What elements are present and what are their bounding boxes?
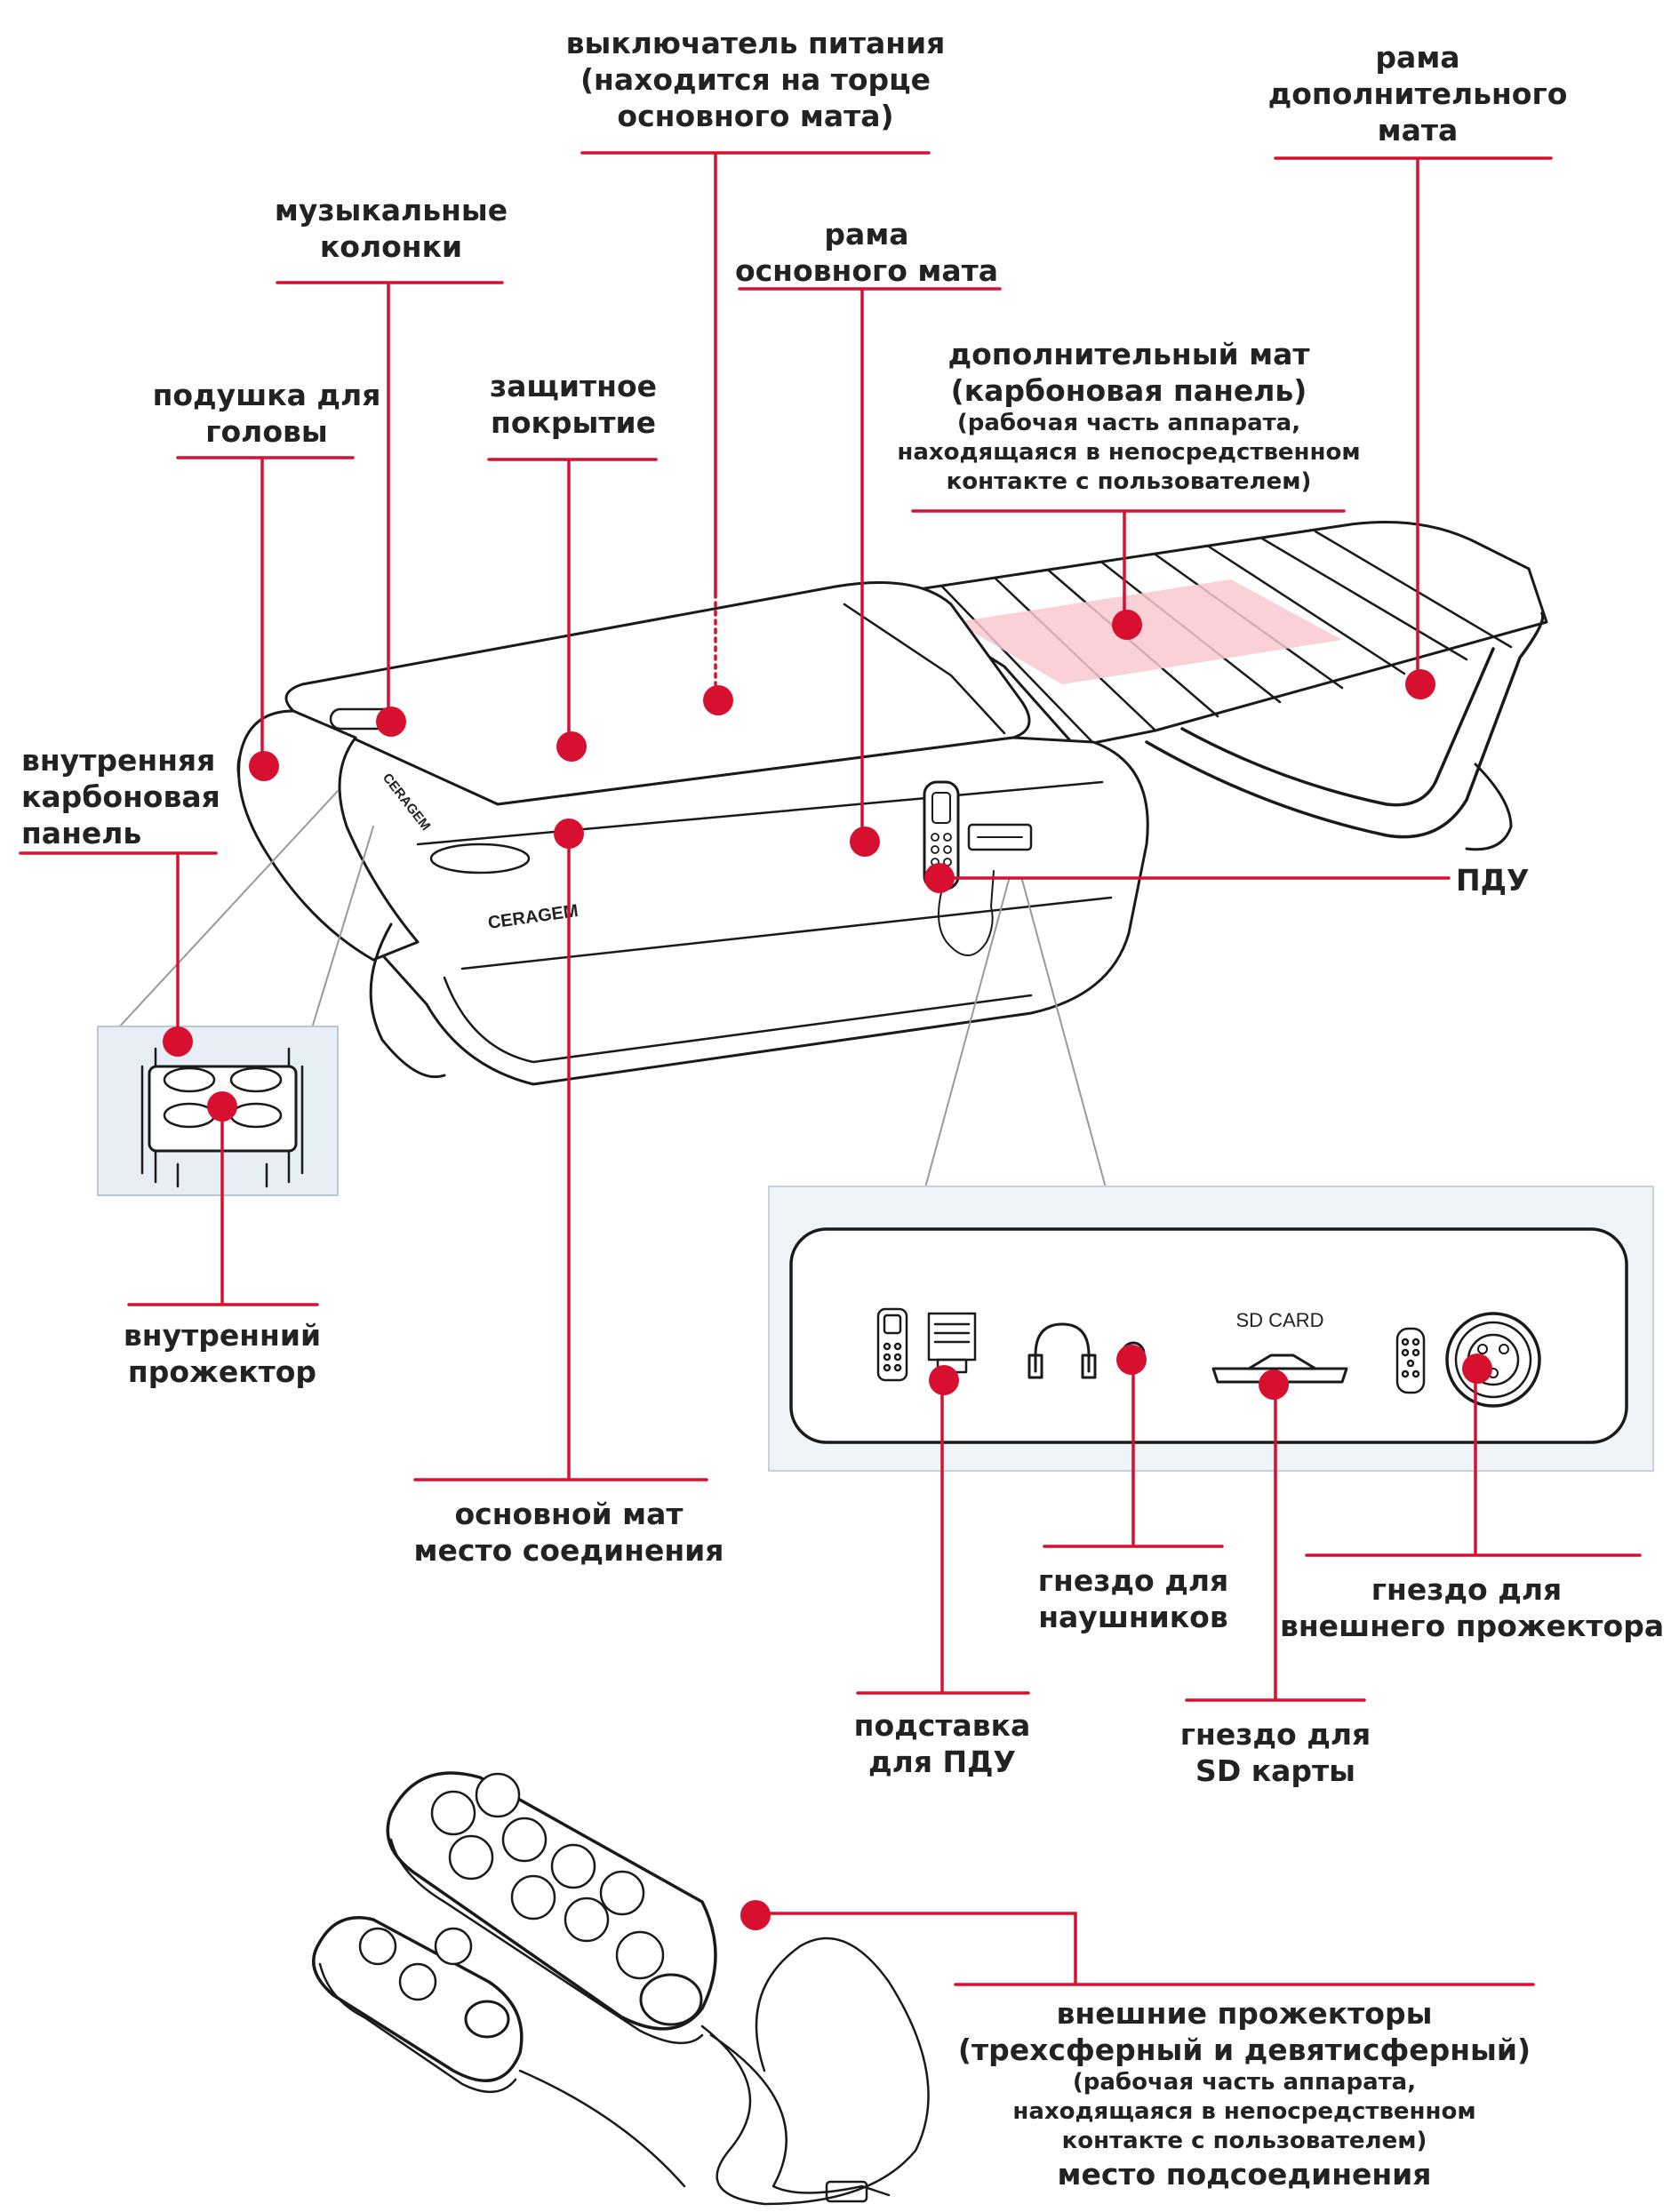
callout-line-cover <box>487 458 658 748</box>
callout-line-headphone-jack <box>1043 1358 1224 1548</box>
pillow-end <box>237 709 420 962</box>
label-sd-slot: гнездо для SD карты <box>1179 1717 1371 1788</box>
callout-lines <box>19 151 1642 1986</box>
callout-line-extra-mat-frame <box>1274 156 1553 684</box>
label-ext-projector-jack: гнездо для внешнего прожектора <box>1280 1572 1665 1643</box>
main-mat-top-inner <box>843 603 1006 735</box>
callout-line-speakers <box>276 281 504 720</box>
callout-line-sd-slot <box>1185 1385 1366 1702</box>
nine-sphere-base <box>389 1838 704 2045</box>
three-sphere-balls <box>358 1927 473 2001</box>
dot-main-mat-frame <box>850 827 880 857</box>
projector-port-icon <box>1445 1312 1541 1408</box>
inset-cone-left <box>115 790 374 1032</box>
label-external-projectors: внешние прожекторы (трехсферный и девяти… <box>957 1996 1531 2192</box>
dot-headphone-jack <box>1116 1345 1147 1375</box>
label-pillow: подушка для головы <box>152 378 381 449</box>
label-cover: защитное покрытие <box>489 369 658 440</box>
external-projectors <box>312 1771 930 2206</box>
dot-remote-stand <box>929 1365 959 1395</box>
connector-panel <box>768 1186 1654 1472</box>
headphones-icon <box>1027 1322 1097 1379</box>
dot-ext-projector-jack <box>1462 1354 1492 1384</box>
dot-power-switch <box>703 685 733 715</box>
dot-speakers <box>376 707 406 737</box>
cradle-icon <box>927 1312 977 1374</box>
label-power-switch: выключатель питания (находится на торце … <box>565 26 946 133</box>
three-sphere-base <box>318 1962 517 2094</box>
callout-dots <box>163 610 1492 1930</box>
remote-screen <box>931 792 951 824</box>
callout-line-power-switch <box>580 151 931 595</box>
dot-extra-mat <box>1112 610 1142 640</box>
dot-external-projectors <box>740 1900 771 1930</box>
label-extra-mat-frame: рама дополнительного мата <box>1267 40 1568 148</box>
cable-connector <box>825 2180 868 2203</box>
dot-inner-projector <box>207 1091 237 1122</box>
callout-line-remote-stand <box>856 1380 1030 1695</box>
dot-sd-slot <box>1259 1370 1289 1400</box>
dot-cover <box>556 731 587 762</box>
three-sphere-handle <box>464 2000 510 2039</box>
label-speakers: музыкальные колонки <box>274 193 508 264</box>
callout-line-external-projectors <box>754 1912 1535 1986</box>
inset-rollers <box>163 1066 283 1129</box>
dot-remote <box>924 863 955 893</box>
callout-line-inner-carbon <box>19 851 218 1042</box>
inset-cone-right <box>923 879 1107 1192</box>
label-main-mat-frame: рама основного мата <box>734 217 999 288</box>
callout-line-main-mat-joint <box>413 834 708 1481</box>
label-headphone-jack: гнездо для наушников <box>1037 1563 1229 1634</box>
label-remote-stand: подставка для ПДУ <box>853 1708 1031 1779</box>
dot-inner-carbon <box>163 1026 193 1057</box>
label-inner-projector: внутренний прожектор <box>123 1318 322 1389</box>
front-leg <box>369 922 446 1079</box>
callout-line-extra-mat <box>911 509 1346 624</box>
massage-bed <box>236 521 1548 1086</box>
nine-sphere-handle <box>639 1973 703 2026</box>
callout-line-inner-projector <box>127 1105 319 1306</box>
carbon-panel-area <box>955 579 1342 684</box>
main-mat-top <box>284 581 1031 806</box>
label-main-mat-joint: основной мат место соединения <box>413 1497 724 1568</box>
projector-icon <box>1395 1327 1426 1394</box>
label-inner-carbon: внутренняя карбоновая панель <box>21 743 220 850</box>
sd-slot-icon <box>1211 1354 1348 1384</box>
connector-panel-small <box>967 823 1033 851</box>
extra-mat-frame-foot <box>1465 763 1513 851</box>
callout-line-main-mat-frame <box>738 287 1002 842</box>
projector-cables <box>518 1936 930 2206</box>
dot-pillow <box>249 751 279 781</box>
callout-line-pillow <box>176 456 355 766</box>
extra-mat-frame <box>1145 611 1545 839</box>
label-remote: ПДУ <box>1456 863 1530 898</box>
sd-card-label: SD CARD <box>1235 1309 1323 1331</box>
callout-line-ext-projector-jack <box>1305 1367 1642 1557</box>
remote-icon <box>876 1307 908 1382</box>
dot-main-mat-joint <box>554 819 584 849</box>
dot-extra-mat-frame <box>1405 669 1435 699</box>
nine-sphere-balls <box>430 1772 665 1980</box>
remote-cable <box>938 870 995 956</box>
front-badge <box>429 842 531 874</box>
label-extra-mat: дополнительный мат (карбоновая панель) (… <box>897 337 1361 495</box>
